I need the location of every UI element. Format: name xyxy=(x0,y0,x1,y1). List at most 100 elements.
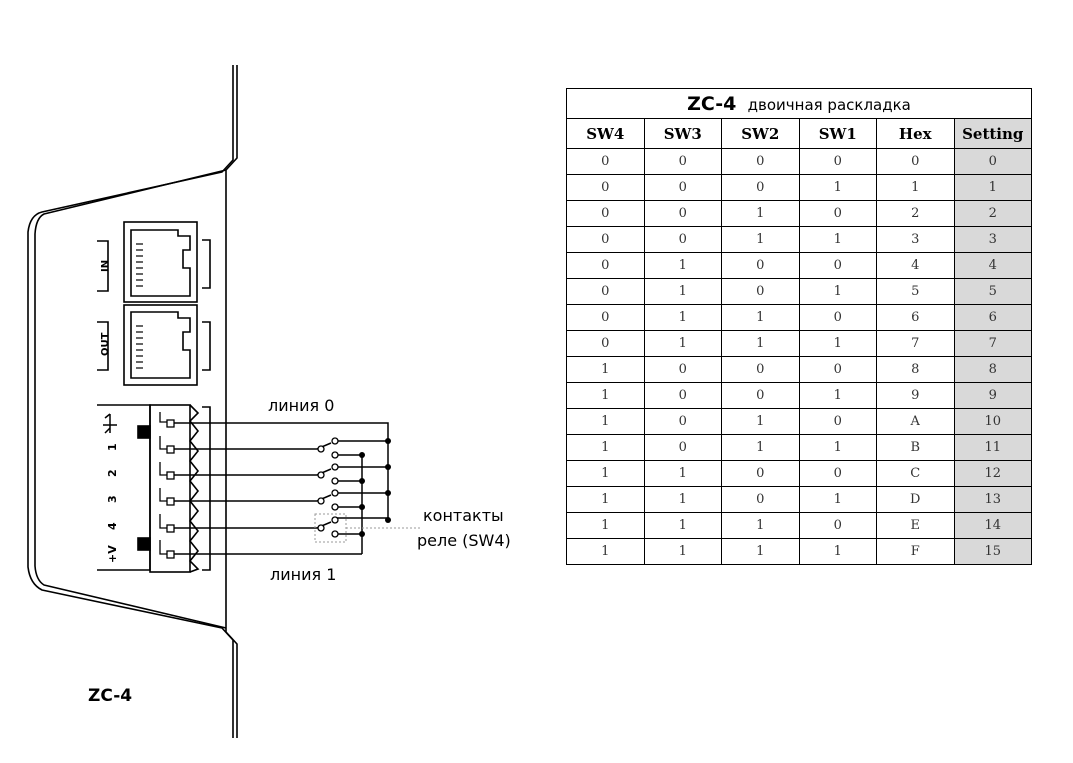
table-cell-sw1: 1 xyxy=(798,486,877,513)
column-header-setting: Setting xyxy=(953,118,1032,149)
table-cell-sw3: 0 xyxy=(643,174,722,201)
table-title-text: двоичная раскладка xyxy=(747,95,911,114)
column-header-sw1: SW1 xyxy=(798,118,877,149)
terminal-labels: +V 4 3 2 1 IN OUT xyxy=(100,260,119,563)
wiring xyxy=(174,422,389,555)
table-cell-sw4: 0 xyxy=(566,278,645,305)
table-cell-sw2: 0 xyxy=(721,278,800,305)
table-cell-sw2: 0 xyxy=(721,382,800,409)
table-cell-sw1: 1 xyxy=(798,226,877,253)
table-cell-setting: 1 xyxy=(953,174,1032,201)
table-title-row: ZC-4 двоичная раскладка xyxy=(566,88,1032,119)
table-cell-setting: 8 xyxy=(953,356,1032,383)
rj-port-in xyxy=(97,221,211,303)
table-cell-sw4: 0 xyxy=(566,330,645,357)
table-cell-sw2: 1 xyxy=(721,512,800,539)
table-cell-sw1: 0 xyxy=(798,512,877,539)
table-cell-sw2: 1 xyxy=(721,226,800,253)
rj-port-out xyxy=(97,304,211,386)
port-label-out: OUT xyxy=(100,332,111,356)
table-cell-hex: 5 xyxy=(876,278,955,305)
terminal-label-3: 3 xyxy=(106,495,119,503)
table-cell-setting: 9 xyxy=(953,382,1032,409)
table-cell-hex: 1 xyxy=(876,174,955,201)
table-cell-sw4: 0 xyxy=(566,200,645,227)
terminal-label-4: 4 xyxy=(106,522,119,530)
table-cell-sw4: 0 xyxy=(566,148,645,175)
column-header-sw4: SW4 xyxy=(566,118,645,149)
relay-label-line2: реле (SW4) xyxy=(417,531,511,550)
table-cell-sw4: 1 xyxy=(566,538,645,565)
table-cell-sw3: 1 xyxy=(643,304,722,331)
table-cell-setting: 4 xyxy=(953,252,1032,279)
table-cell-sw3: 0 xyxy=(643,382,722,409)
table-cell-sw4: 1 xyxy=(566,486,645,513)
table-cell-hex: A xyxy=(876,408,955,435)
table-cell-setting: 5 xyxy=(953,278,1032,305)
table-cell-sw3: 1 xyxy=(643,460,722,487)
table-cell-sw1: 1 xyxy=(798,538,877,565)
table-cell-sw1: 1 xyxy=(798,434,877,461)
junction-dots xyxy=(359,438,391,537)
table-cell-hex: 7 xyxy=(876,330,955,357)
table-cell-hex: 0 xyxy=(876,148,955,175)
table-cell-sw3: 0 xyxy=(643,434,722,461)
column-header-sw3: SW3 xyxy=(643,118,722,149)
table-cell-sw3: 1 xyxy=(643,278,722,305)
terminal-label-2: 2 xyxy=(106,469,119,477)
table-cell-sw2: 0 xyxy=(721,460,800,487)
port-label-in: IN xyxy=(100,260,111,272)
column-header-hex: Hex xyxy=(876,118,955,149)
table-cell-hex: C xyxy=(876,460,955,487)
table-cell-setting: 3 xyxy=(953,226,1032,253)
table-cell-sw4: 0 xyxy=(566,252,645,279)
table-cell-sw4: 1 xyxy=(566,408,645,435)
table-cell-sw4: 1 xyxy=(566,382,645,409)
table-cell-setting: 14 xyxy=(953,512,1032,539)
table-cell-setting: 13 xyxy=(953,486,1032,513)
table-title: ZC-4 двоичная раскладка xyxy=(566,88,1032,119)
table-cell-sw2: 1 xyxy=(721,200,800,227)
table-cell-sw2: 0 xyxy=(721,486,800,513)
table-cell-hex: 8 xyxy=(876,356,955,383)
table-cell-sw1: 0 xyxy=(798,252,877,279)
table-cell-hex: E xyxy=(876,512,955,539)
table-cell-setting: 0 xyxy=(953,148,1032,175)
table-cell-setting: 12 xyxy=(953,460,1032,487)
table-cell-sw1: 0 xyxy=(798,304,877,331)
table-cell-sw4: 0 xyxy=(566,304,645,331)
table-cell-sw1: 0 xyxy=(798,356,877,383)
table-cell-setting: 6 xyxy=(953,304,1032,331)
terminal-label-v: +V xyxy=(106,545,119,563)
table-cell-sw1: 0 xyxy=(798,148,877,175)
table-cell-sw3: 1 xyxy=(643,486,722,513)
table-cell-hex: 4 xyxy=(876,252,955,279)
table-cell-sw2: 1 xyxy=(721,538,800,565)
relay-label-line1: контакты xyxy=(423,506,504,525)
table-cell-sw2: 0 xyxy=(721,356,800,383)
table-cell-sw3: 0 xyxy=(643,356,722,383)
table-cell-sw1: 1 xyxy=(798,174,877,201)
table-cell-hex: D xyxy=(876,486,955,513)
table-cell-sw1: 0 xyxy=(798,408,877,435)
table-title-model: ZC-4 xyxy=(687,92,737,115)
table-cell-sw1: 1 xyxy=(798,278,877,305)
table-cell-setting: 7 xyxy=(953,330,1032,357)
table-cell-sw4: 0 xyxy=(566,226,645,253)
table-cell-sw3: 1 xyxy=(643,538,722,565)
